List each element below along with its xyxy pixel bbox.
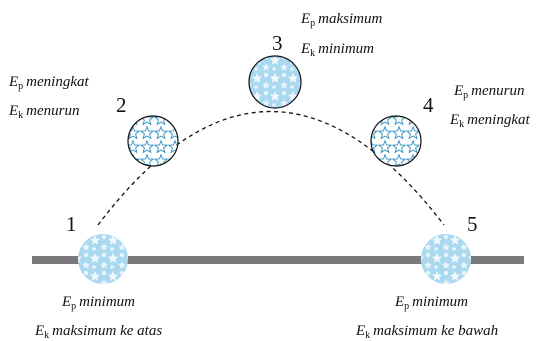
- ball-4: [371, 116, 421, 166]
- ball-5: [421, 234, 471, 284]
- position-number-3: 3: [272, 33, 283, 54]
- position-number-2: 2: [116, 95, 127, 116]
- position-number-5: 5: [467, 214, 478, 235]
- ball-2: [128, 116, 178, 166]
- ball-1: [78, 234, 128, 284]
- position-number-1: 1: [66, 214, 77, 235]
- ball-3: [249, 56, 301, 108]
- position-number-4: 4: [423, 95, 434, 116]
